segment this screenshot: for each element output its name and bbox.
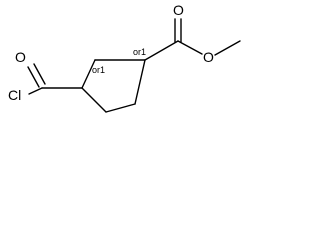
ring-bond-right <box>134 59 146 105</box>
bond-c-to-ester-carbon <box>144 40 179 61</box>
atom-label-ester-oxygen: O <box>203 49 214 65</box>
bond-o-to-methyl <box>214 40 241 56</box>
atom-label-acyl-carbonyl-oxygen: O <box>15 49 26 65</box>
acyl-carbonyl-double-bond-b <box>33 63 46 85</box>
bond-acyl-carbon-to-cl <box>28 87 43 95</box>
atom-label-ester-carbonyl-oxygen: O <box>173 2 184 18</box>
stereo-label-right: or1 <box>133 47 146 57</box>
ring-bond-bottom <box>105 103 136 113</box>
stereo-label-left: or1 <box>92 65 105 75</box>
bond-ester-carbon-to-o <box>177 40 203 55</box>
ring-bond-left-upper <box>81 59 96 89</box>
ring-bond-left-lower <box>81 87 107 113</box>
acyl-carbonyl-double-bond-a <box>27 66 40 88</box>
atom-label-chlorine: Cl <box>8 87 21 103</box>
chemical-structure: O O O Cl or1 or1 <box>8 2 241 113</box>
